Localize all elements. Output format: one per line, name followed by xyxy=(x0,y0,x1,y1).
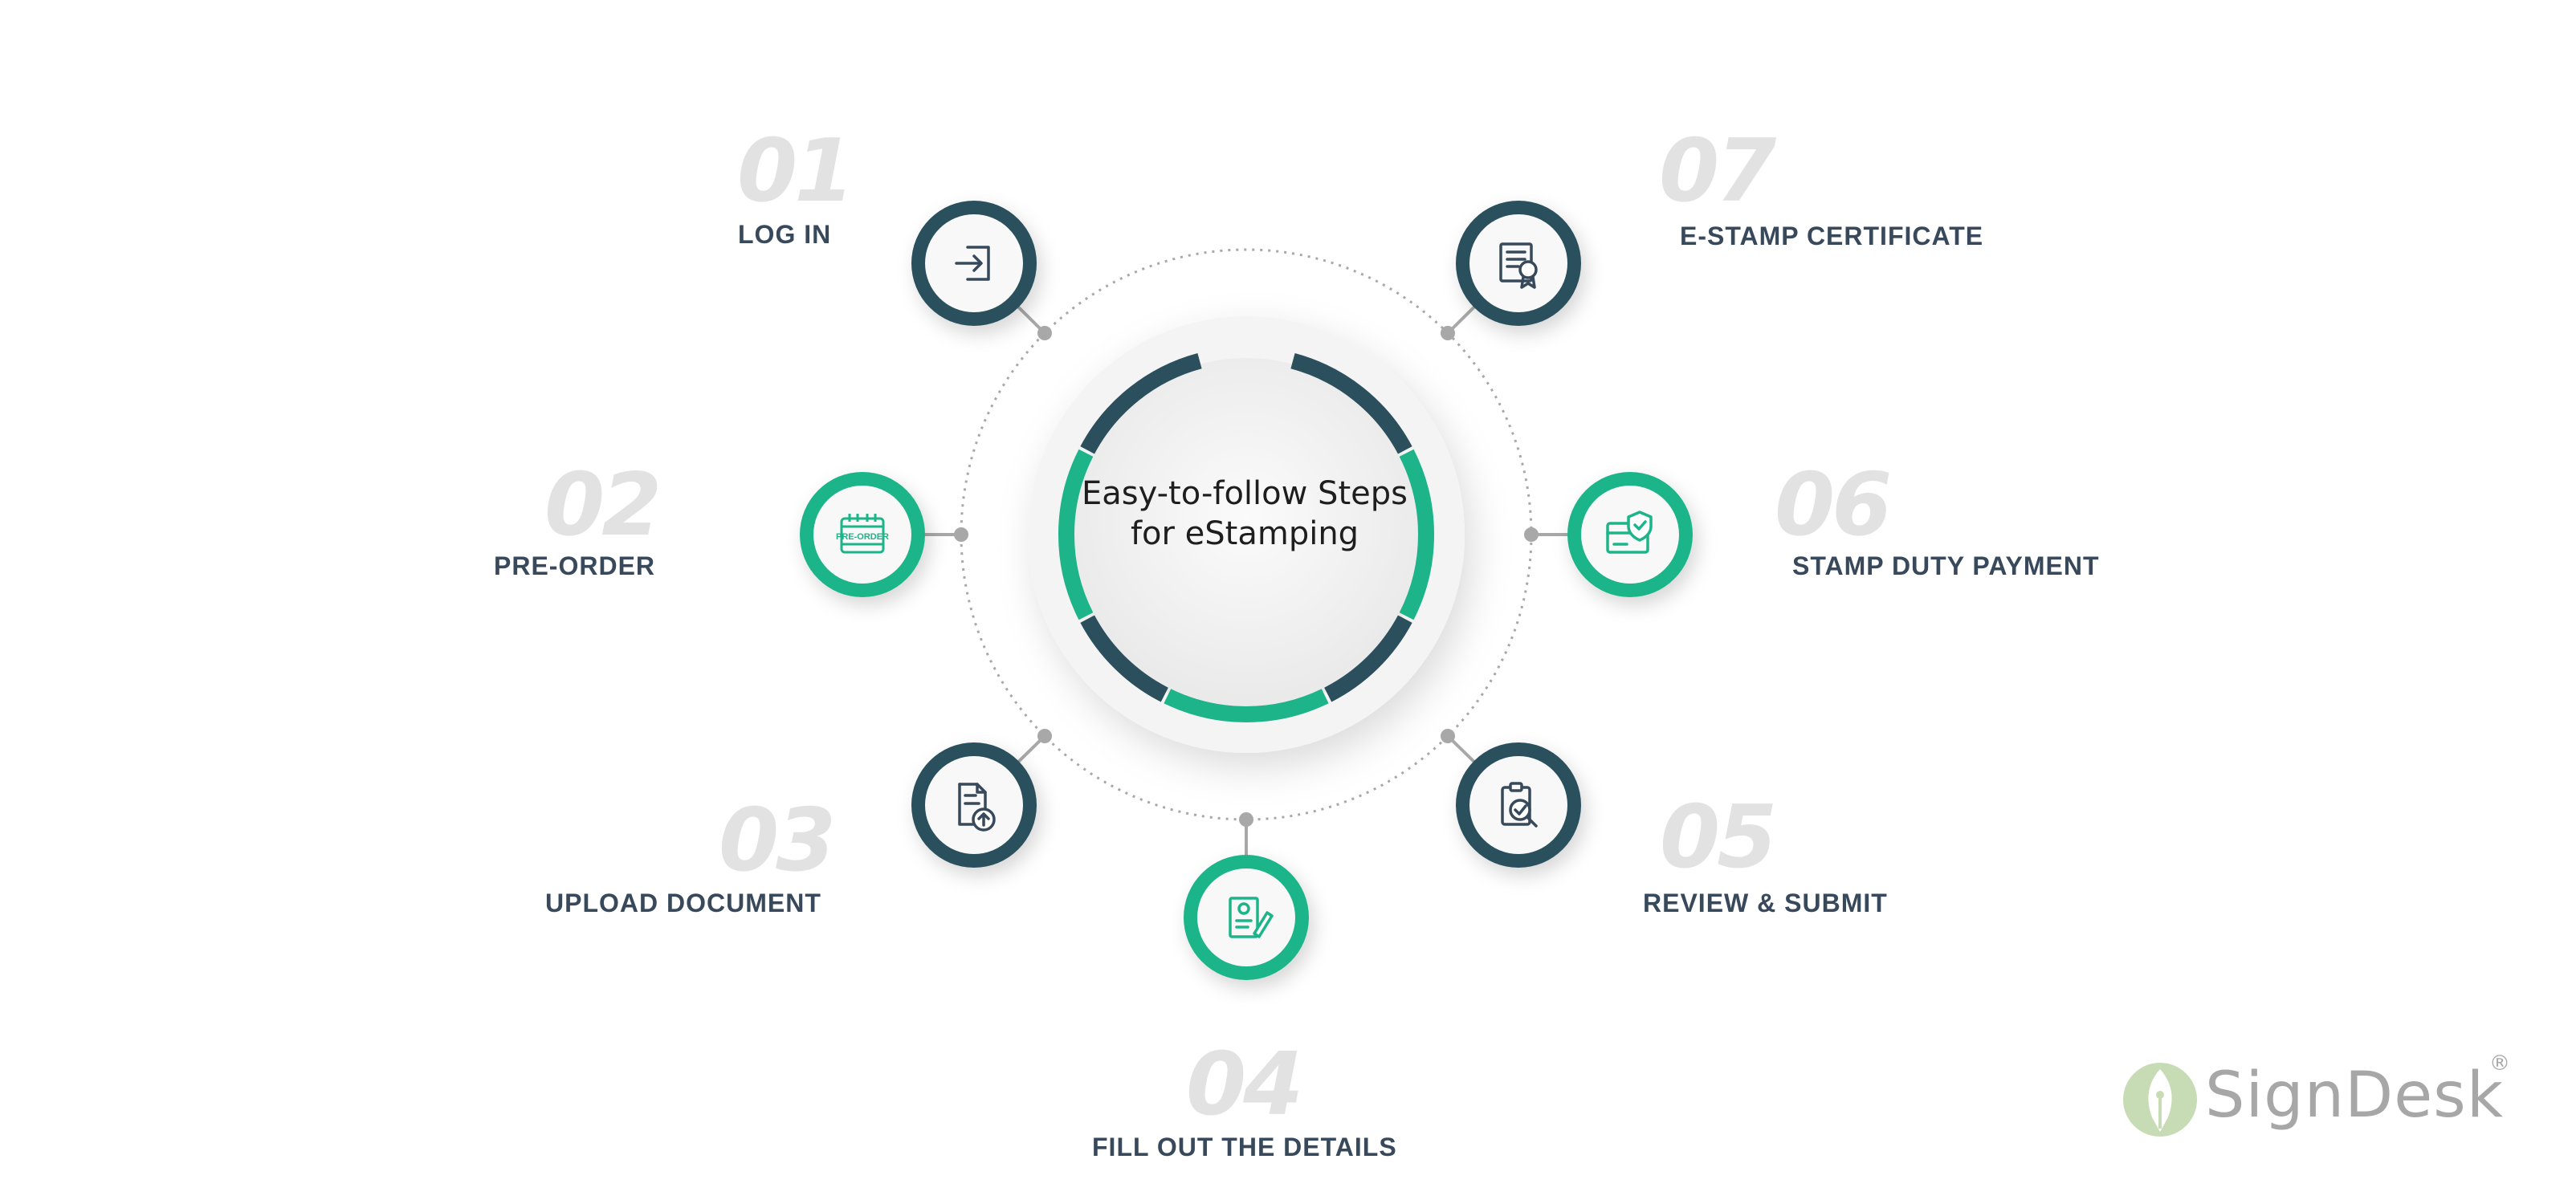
review-submit-icon xyxy=(1501,782,1538,828)
registered-mark: ® xyxy=(2489,1051,2510,1076)
pre-order-icon: PRE-ORDER xyxy=(836,514,889,554)
step-label: REVIEW & SUBMIT xyxy=(1643,889,1888,917)
upload-document-icon xyxy=(958,783,996,832)
signdesk-logo: SignDesk ® xyxy=(2120,1043,2510,1156)
step-circle-02 xyxy=(800,472,925,597)
connector-dot xyxy=(1441,326,1455,340)
step-number: 01 xyxy=(737,121,854,222)
step-circle-inner xyxy=(1197,868,1295,966)
progress-ring-segment xyxy=(1399,449,1434,620)
logo-text: SignDesk xyxy=(2205,1060,2504,1132)
connector-dot xyxy=(1239,812,1253,827)
connector-dot xyxy=(954,527,968,542)
progress-ring-segment xyxy=(1324,615,1412,702)
step-circle-07 xyxy=(1456,201,1581,326)
stamp-duty-payment-icon xyxy=(1606,510,1653,554)
step-label: FILL OUT THE DETAILS xyxy=(1092,1133,1397,1161)
progress-ring-segment xyxy=(1290,352,1412,454)
step-circle-inner xyxy=(1469,214,1567,312)
step-label: E-STAMP CERTIFICATE xyxy=(1680,222,1984,250)
step-label: LOG IN xyxy=(738,220,832,249)
step-circle-04 xyxy=(1184,855,1309,980)
connectors xyxy=(862,262,1630,917)
step-label: PRE-ORDER xyxy=(494,551,656,580)
progress-ring-segment xyxy=(1080,352,1202,454)
step-number: 07 xyxy=(1659,121,1776,222)
progress-ring xyxy=(1058,352,1434,722)
login-icon xyxy=(955,246,990,281)
step-label: UPLOAD DOCUMENT xyxy=(545,889,821,917)
step-number: 02 xyxy=(544,455,662,555)
pre-order-icon-text: PRE-ORDER xyxy=(836,532,889,542)
connector-dot xyxy=(1441,729,1455,743)
progress-ring-segment xyxy=(1058,449,1094,620)
step-circle-03 xyxy=(911,742,1037,868)
step-number: 05 xyxy=(1660,787,1777,888)
connector-dot xyxy=(1037,326,1052,340)
center-title: Easy-to-follow Steps for eStamping xyxy=(1082,475,1408,552)
progress-ring-segment xyxy=(1164,689,1329,722)
step-circle-inner xyxy=(813,486,911,584)
step-circle-inner xyxy=(925,756,1023,854)
fill-details-icon xyxy=(1229,897,1274,938)
step-label: STAMP DUTY PAYMENT xyxy=(1792,551,2100,580)
center-disc xyxy=(1070,358,1423,711)
connector-dot xyxy=(1524,527,1539,542)
step-number: 06 xyxy=(1775,455,1892,555)
step-number: 04 xyxy=(1186,1035,1303,1135)
step-number: 03 xyxy=(719,791,836,891)
pen-nib-logo-icon xyxy=(2123,1063,2197,1137)
connector-dot xyxy=(1037,729,1052,743)
certificate-icon xyxy=(1499,242,1538,289)
progress-ring-segment xyxy=(1080,615,1168,702)
